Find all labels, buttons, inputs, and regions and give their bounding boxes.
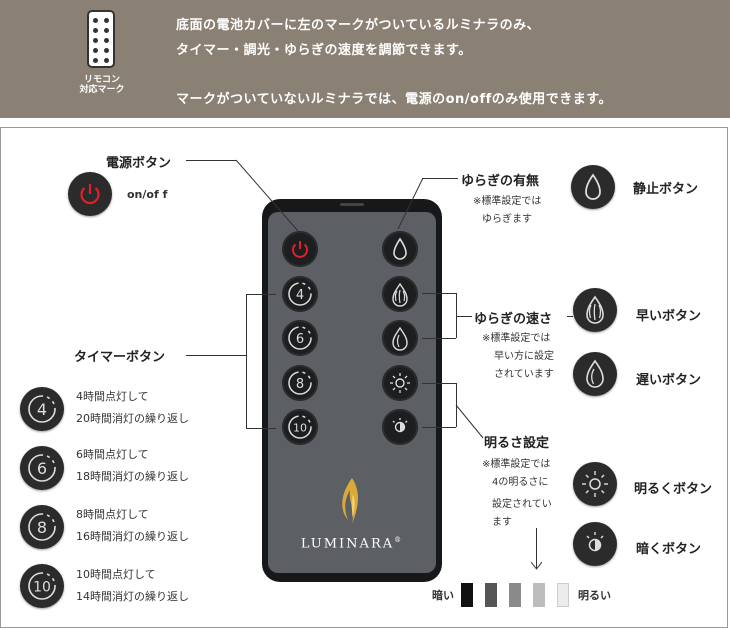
- power-leader-diag: [235, 159, 299, 232]
- remote-timer-8-button[interactable]: 8: [282, 365, 318, 401]
- remote-slow-flicker-button[interactable]: [382, 320, 418, 356]
- timer-6-line2: 18時間消灯の繰り返し: [76, 470, 189, 483]
- speed-note-2: 早い方に設定: [494, 351, 554, 362]
- banner-line-3: マークがついていないルミナラでは、電源のon/offのみ使用できます。: [176, 92, 612, 107]
- timer-10-icon: 10: [20, 564, 64, 608]
- remote-power-button[interactable]: [282, 231, 318, 267]
- svg-text:8: 8: [37, 518, 47, 537]
- flicker-note-2: ゆらぎます: [482, 214, 532, 225]
- brightness-swatch-4: [533, 583, 545, 607]
- timer-bracket-top: [246, 294, 276, 295]
- brightness-swatch-5: [557, 583, 569, 607]
- flicker-leader-h: [422, 178, 458, 179]
- timer-4-line1: 4時間点灯して: [76, 390, 149, 403]
- svg-text:10: 10: [293, 422, 307, 435]
- remote-mark-label-line1: リモコン: [83, 75, 120, 85]
- dimmer-button-icon: [573, 522, 617, 566]
- brightness-title: 明るさ設定: [484, 436, 550, 451]
- remote-led: [340, 203, 364, 206]
- remote-mark-icon: [87, 10, 115, 68]
- speed-bracket-top: [422, 293, 456, 294]
- svg-text:10: 10: [33, 580, 51, 596]
- svg-text:4: 4: [37, 400, 47, 419]
- brightness-note-2: 4の明るさに: [492, 477, 549, 488]
- still-button-label: 静止ボタン: [633, 182, 699, 197]
- remote-timer-4-button[interactable]: 4: [282, 276, 318, 312]
- timer-4-line2: 20時間消灯の繰り返し: [76, 412, 189, 425]
- svg-text:6: 6: [37, 459, 47, 478]
- dimmer-button-label: 暗くボタン: [636, 542, 702, 557]
- flicker-leader-diag: [397, 177, 424, 230]
- svg-text:8: 8: [296, 377, 304, 392]
- brighter-button-icon: [573, 462, 617, 506]
- brightness-swatch-1: [461, 583, 473, 607]
- slow-button-icon: [573, 352, 617, 396]
- timer-8-line2: 16時間消灯の繰り返し: [76, 530, 189, 543]
- power-title: 電源ボタン: [106, 156, 172, 171]
- remote-timer-6-button[interactable]: 6: [282, 320, 318, 356]
- timer-10-line2: 14時間消灯の繰り返し: [76, 590, 189, 603]
- timer-bracket-bottom: [246, 428, 276, 429]
- remote-still-button[interactable]: [382, 231, 418, 267]
- remote-mark-label: リモコン 対応マーク: [74, 75, 130, 95]
- speed-leader-left: [456, 316, 472, 317]
- remote-dimmer-button[interactable]: [382, 409, 418, 445]
- brand-logo: LUMINARA®: [268, 536, 436, 551]
- speed-note-1: ※標準設定では: [482, 333, 551, 344]
- banner-line-1: 底面の電池カバーに左のマークがついているルミナラのみ、: [176, 18, 541, 33]
- fast-button-icon: [573, 288, 617, 332]
- timer-6-line1: 6時間点灯して: [76, 448, 149, 461]
- timer-10-line1: 10時間点灯して: [76, 568, 156, 581]
- brand-mark: ®: [394, 536, 404, 544]
- remote-timer-10-button[interactable]: 10: [282, 409, 318, 445]
- slow-button-label: 遅いボタン: [636, 373, 702, 388]
- brightness-swatch-2: [485, 583, 497, 607]
- info-banner: [0, 0, 730, 118]
- brighter-button-label: 明るくボタン: [634, 482, 713, 497]
- remote-brighter-button[interactable]: [382, 365, 418, 401]
- brightness-swatch-3: [509, 583, 521, 607]
- power-leader-h: [186, 160, 236, 161]
- scale-dark-label: 暗い: [432, 589, 454, 602]
- speed-title: ゆらぎの速さ: [474, 312, 553, 327]
- bright-bracket-top: [422, 383, 456, 384]
- scale-bright-label: 明るい: [578, 589, 611, 602]
- bright-leader-diag: [455, 404, 484, 439]
- brightness-note-3: 設定されてい: [492, 499, 552, 510]
- remote-fast-flicker-button[interactable]: [382, 276, 418, 312]
- timer-6-icon: 6: [20, 446, 64, 490]
- timer-8-line1: 8時間点灯して: [76, 508, 149, 521]
- fast-button-label: 早いボタン: [636, 309, 702, 324]
- svg-text:6: 6: [296, 332, 304, 347]
- flame-logo-icon: [342, 478, 358, 524]
- power-desc: on/of f: [127, 188, 168, 201]
- timer-bracket-v: [246, 294, 247, 428]
- timer-8-icon: 8: [20, 505, 64, 549]
- power-button-icon: [68, 172, 112, 216]
- brand-text: LUMINARA: [300, 536, 395, 552]
- timer-title: タイマーボタン: [74, 350, 166, 365]
- svg-text:4: 4: [296, 288, 304, 303]
- remote-mark-label-line2: 対応マーク: [79, 85, 125, 95]
- arrow-down-icon: [531, 562, 542, 570]
- bright-bracket-bottom: [422, 427, 456, 428]
- speed-leader-right: [567, 316, 573, 317]
- still-button-icon: [571, 165, 615, 209]
- flicker-note-1: ※標準設定では: [473, 196, 542, 207]
- speed-note-3: されています: [494, 369, 554, 380]
- speed-bracket-bottom: [422, 338, 456, 339]
- flicker-title: ゆらぎの有無: [461, 174, 540, 189]
- timer-leader-h: [186, 355, 246, 356]
- speed-bracket-v: [456, 293, 457, 338]
- brightness-note-4: ます: [492, 517, 512, 528]
- brightness-note-1: ※標準設定では: [482, 459, 551, 470]
- scale-arrow-line: [536, 528, 537, 568]
- timer-4-icon: 4: [20, 387, 64, 431]
- banner-line-2: タイマー・調光・ゆらぎの速度を調節できます。: [176, 43, 472, 58]
